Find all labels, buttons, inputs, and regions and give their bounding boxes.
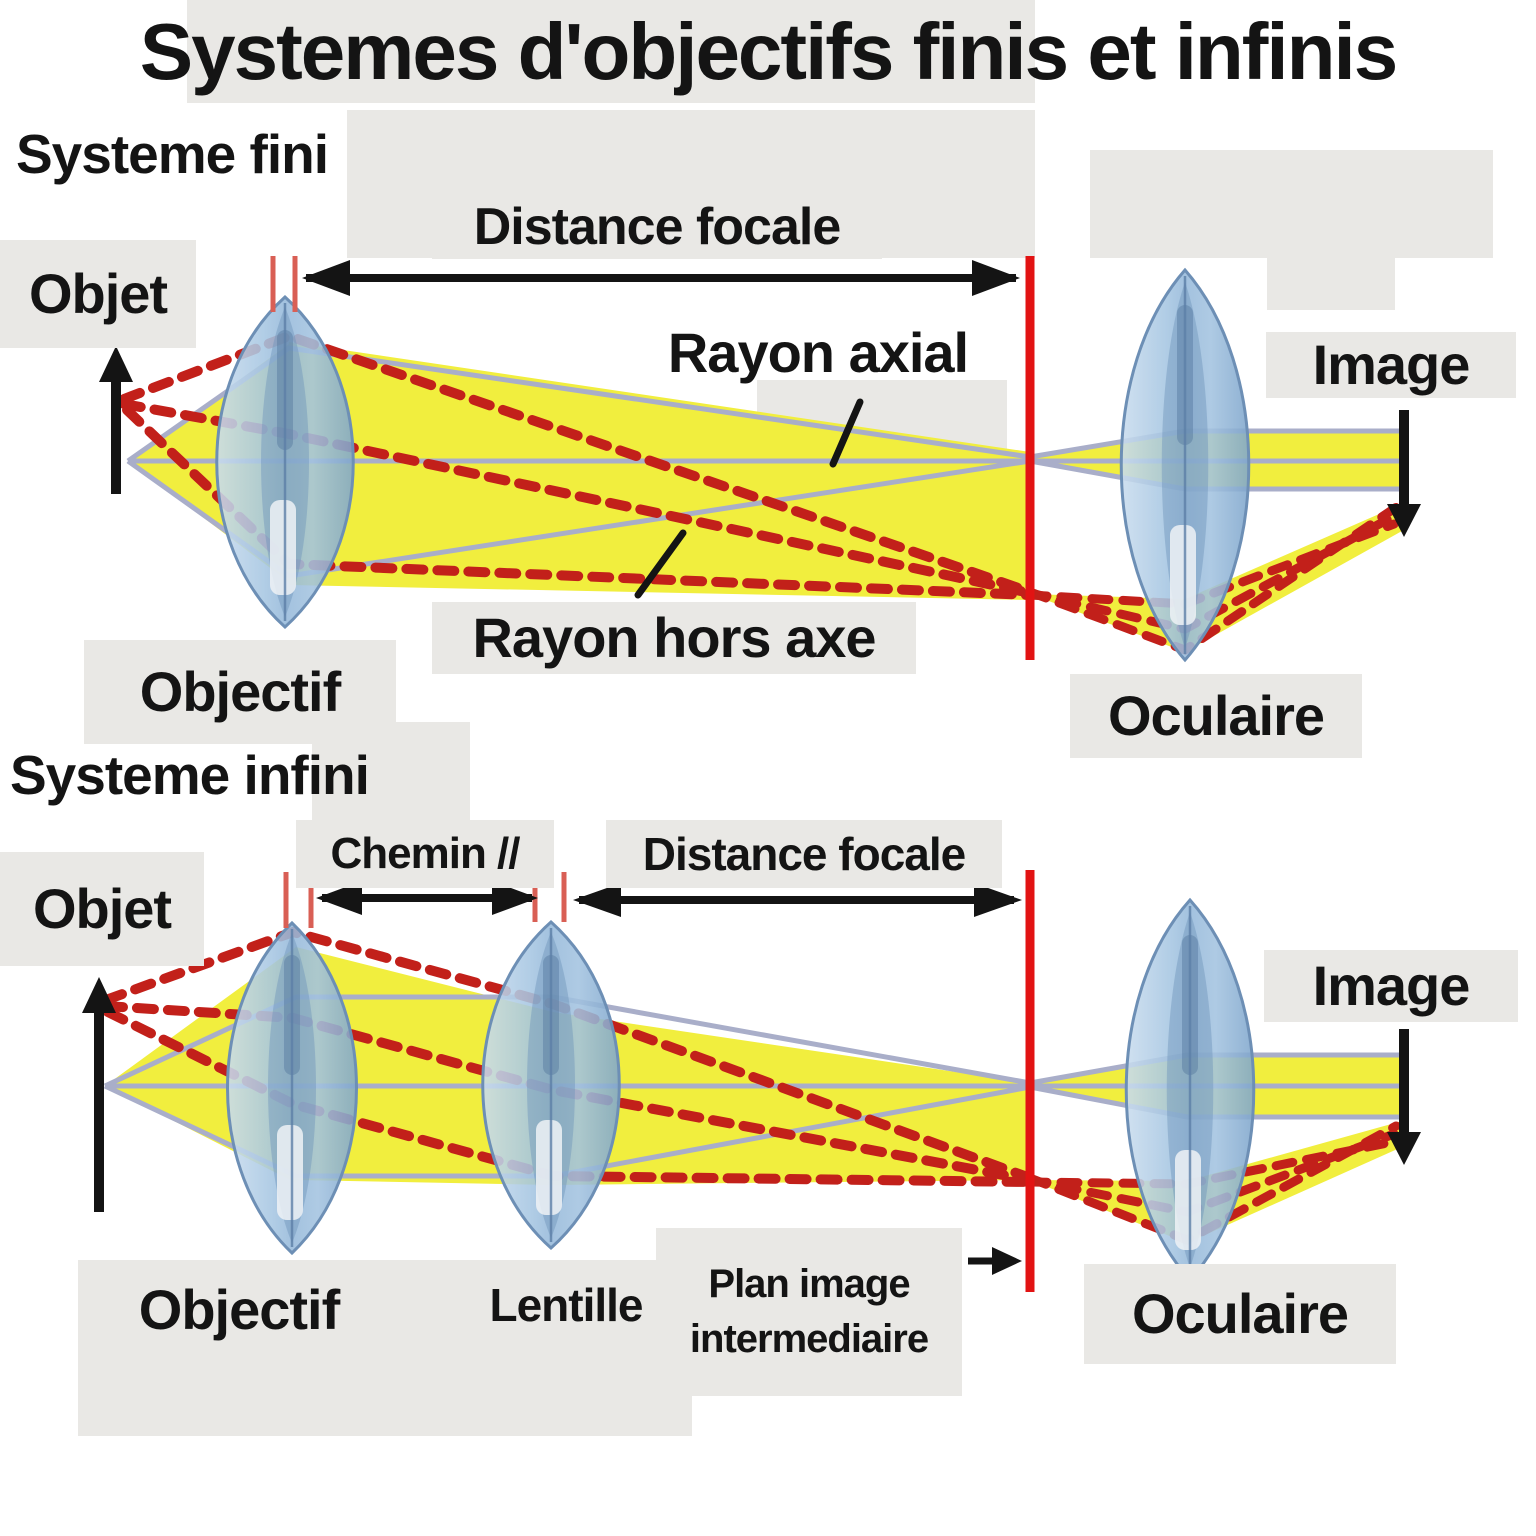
page-title: Systemes d'objectifs finis et infinis — [139, 7, 1398, 97]
object-arrow — [82, 977, 116, 1212]
plan-image-line1: Plan image — [708, 1262, 910, 1307]
rayon-hors-axe-label: Rayon hors axe — [432, 602, 916, 674]
background-patch — [78, 1260, 692, 1436]
infinite-image-label: Image — [1264, 950, 1518, 1022]
infinite-objectif-label: Objectif — [138, 1278, 340, 1342]
background-patch — [1090, 150, 1493, 258]
rayon-axial-label: Rayon axial — [667, 321, 969, 385]
rayon-hors-axe-pointer-line — [634, 529, 687, 599]
infinite-oculaire-label: Oculaire — [1084, 1264, 1396, 1364]
ocular-lens — [1119, 267, 1251, 663]
image-arrow — [1387, 410, 1421, 537]
tube-lens — [481, 919, 621, 1251]
finite-image-label: Image — [1266, 332, 1516, 398]
objective-lens — [226, 920, 358, 1256]
plan-image-line2: intermediaire — [689, 1317, 929, 1361]
distance-focale-arrow — [302, 260, 1020, 296]
finite-distance-focale-label: Distance focale — [432, 197, 882, 259]
chemin-parallele-label: Chemin // — [296, 820, 554, 888]
infinite-objet-label: Objet — [0, 852, 204, 966]
infinite-system-heading: Systeme infini — [10, 743, 370, 806]
background-patch — [1267, 258, 1395, 310]
rayon-axial-pointer-line — [829, 398, 864, 468]
finite-system-heading: Systeme fini — [16, 122, 329, 185]
distance-focale-arrow — [573, 883, 1022, 917]
focal-ticks — [270, 256, 298, 312]
background-patch — [187, 0, 1035, 103]
image-arrow — [1387, 1029, 1421, 1165]
chemin-parallele-arrow — [316, 881, 538, 915]
infinite-distance-focale-label: Distance focale — [606, 820, 1002, 888]
objective-lens — [215, 294, 355, 630]
ocular-lens — [1124, 897, 1256, 1283]
lentille-label: Lentille — [489, 1278, 643, 1331]
object-arrow — [99, 346, 133, 494]
plan-image-pointer-arrow — [968, 1247, 1022, 1275]
finite-system-diagram — [99, 256, 1421, 663]
infinite-system-diagram — [82, 870, 1421, 1292]
finite-objet-label: Objet — [0, 240, 196, 348]
finite-oculaire-label: Oculaire — [1070, 674, 1362, 758]
finite-objectif-label: Objectif — [84, 640, 396, 744]
plan-image-intermediaire-label: Plan image intermediaire — [656, 1228, 962, 1396]
